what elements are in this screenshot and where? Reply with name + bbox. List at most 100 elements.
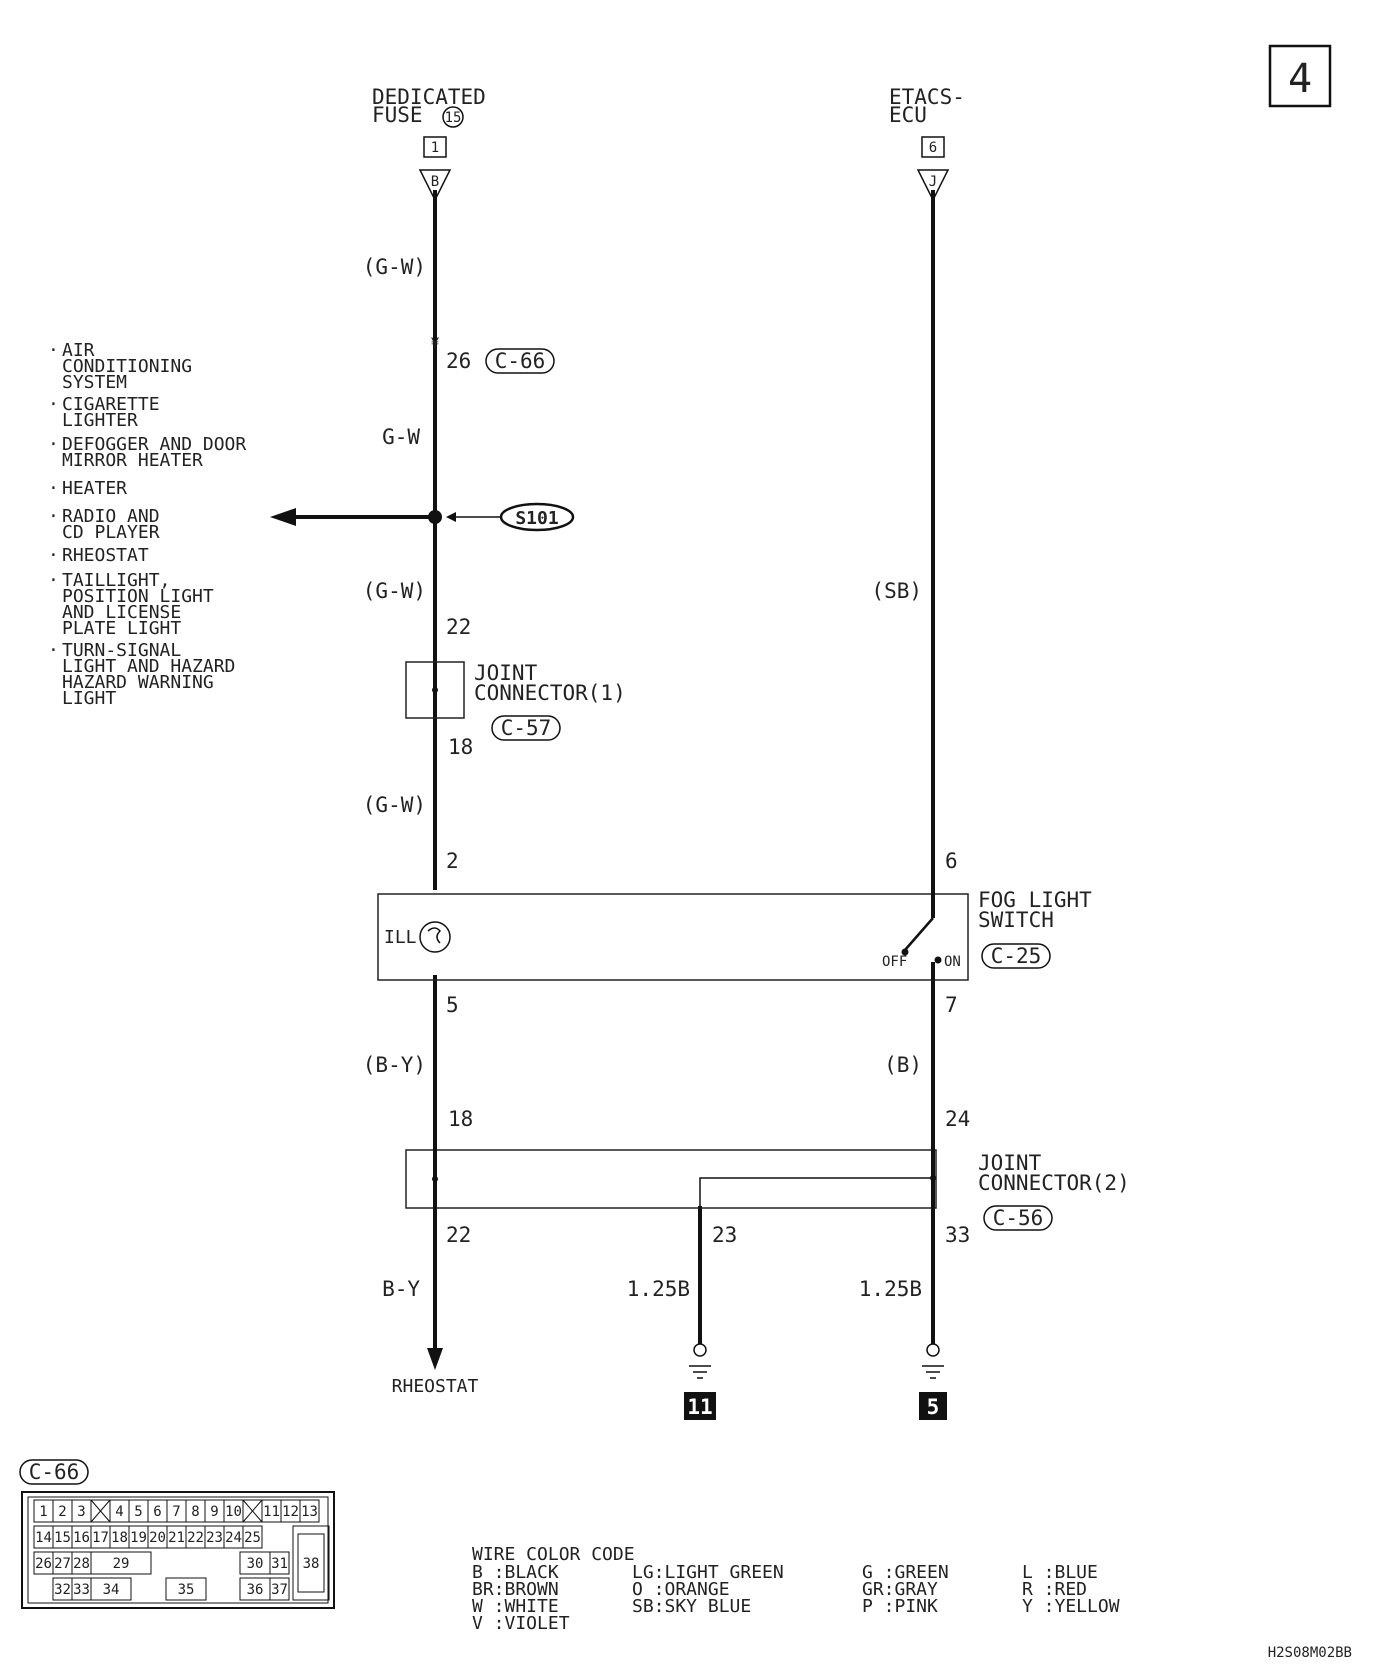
joint1-line1: JOINT xyxy=(474,661,538,685)
ground-5-badge xyxy=(919,1392,947,1420)
branch-bullet: · xyxy=(48,340,59,361)
fuse-pin: 1 xyxy=(431,140,439,156)
pin-22b: 22 xyxy=(446,1223,471,1247)
connector-pin: 6 xyxy=(153,1504,161,1520)
color-code-entry: B :BLACK xyxy=(472,1562,559,1583)
connector-cell xyxy=(242,1525,263,1549)
connector-view-title: C-66 xyxy=(29,1460,80,1484)
joint-connector-1 xyxy=(405,661,465,719)
fog-light-switch-box xyxy=(377,893,969,981)
branch-item-line: MIRROR HEATER xyxy=(62,450,203,471)
connector-pin: 23 xyxy=(206,1530,223,1546)
etacs-connector-triangle xyxy=(916,169,950,202)
pin-5: 5 xyxy=(446,993,459,1017)
fuse-connector-letter: B xyxy=(431,174,439,190)
splice-s101-label: S101 xyxy=(515,508,558,529)
wire-label-gw-2: (G-W) xyxy=(363,579,426,603)
connector-pin: 20 xyxy=(149,1530,166,1546)
c66-tag-box xyxy=(485,348,555,374)
connector-pin: 18 xyxy=(111,1530,128,1546)
branch-item-line: SYSTEM xyxy=(62,372,127,393)
page-number-box xyxy=(1268,44,1332,108)
connector-pin: 13 xyxy=(301,1504,318,1520)
branch-item-line: AND LICENSE xyxy=(62,602,181,623)
connector-pin: 21 xyxy=(168,1530,185,1546)
connector-pin: 36 xyxy=(247,1582,264,1598)
switch-off-dot xyxy=(901,948,909,956)
connector-cell-blank xyxy=(90,1499,111,1523)
ground-11-number: 11 xyxy=(687,1395,712,1419)
branch-item-line: HAZARD WARNING xyxy=(62,672,214,693)
etacs-label-line1: ETACS- xyxy=(889,85,965,109)
connector-pin: 29 xyxy=(113,1556,130,1572)
pin-26: 26 xyxy=(446,349,471,373)
branch-bullet: · xyxy=(48,394,59,415)
joint2-line1: JOINT xyxy=(978,1151,1042,1175)
fog-switch-line1: FOG LIGHT xyxy=(978,888,1092,912)
connector-pin: 11 xyxy=(263,1504,280,1520)
connector-pin: 27 xyxy=(54,1556,71,1572)
ground-11-terminal xyxy=(693,1343,707,1357)
branch-arrow xyxy=(270,508,296,526)
branch-item-line: RHEOSTAT xyxy=(62,545,149,566)
connector-pin: 37 xyxy=(271,1582,288,1598)
connector-cell xyxy=(90,1577,132,1601)
pin-6: 6 xyxy=(945,849,958,873)
color-code-entry: G :GREEN xyxy=(862,1562,949,1583)
branch-item-line: CD PLAYER xyxy=(62,522,160,543)
branch-item-line: DEFOGGER AND DOOR xyxy=(62,434,246,455)
etacs-pin-box xyxy=(921,136,945,158)
switch-on-dot xyxy=(934,956,942,964)
connector-pin: 28 xyxy=(73,1556,90,1572)
color-code-entry: R :RED xyxy=(1022,1579,1087,1600)
color-code-entry: W :WHITE xyxy=(472,1596,559,1617)
branch-item-line: PLATE LIGHT xyxy=(62,618,181,639)
joint1-code-box xyxy=(491,715,561,741)
wire-label-b: (B) xyxy=(884,1053,922,1077)
connector-pin: 24 xyxy=(225,1530,242,1546)
fuse-pin-box xyxy=(423,136,447,158)
branch-item-line: LIGHT xyxy=(62,688,116,709)
branch-item-line: RADIO AND xyxy=(62,506,160,527)
pin-33: 33 xyxy=(945,1223,970,1247)
rheostat-label: RHEOSTAT xyxy=(392,1376,479,1397)
connector-pin: 5 xyxy=(134,1504,142,1520)
connector-cell xyxy=(165,1577,207,1601)
c66-tag: C-66 xyxy=(495,349,546,373)
fog-switch-code-box xyxy=(981,943,1051,969)
etacs-connector-letter: J xyxy=(929,174,937,190)
document-id: H2S08M02BB xyxy=(1268,1645,1352,1661)
joint2-code: C-56 xyxy=(993,1206,1044,1230)
wire-label-gw-1: (G-W) xyxy=(363,255,426,279)
branch-bullet: · xyxy=(48,478,59,499)
connector-pin: 7 xyxy=(172,1504,180,1520)
connector-pin: 26 xyxy=(35,1556,52,1572)
fuse-label-line2: FUSE xyxy=(372,103,423,127)
connector-outline xyxy=(21,1491,335,1609)
wire-label-by-1: (B-Y) xyxy=(363,1053,426,1077)
connector-pin: 34 xyxy=(103,1582,120,1598)
etacs-pin: 6 xyxy=(929,140,937,156)
branch-bullet: · xyxy=(48,434,59,455)
wire-label-125b-a: 1.25B xyxy=(627,1277,690,1301)
switch-off-label: OFF xyxy=(882,954,907,970)
color-code-entry: GR:GRAY xyxy=(862,1579,938,1600)
ground-11-badge xyxy=(684,1392,716,1420)
connector-pin: 25 xyxy=(244,1530,261,1546)
page-number: 4 xyxy=(1288,56,1312,102)
ill-lamp-filament xyxy=(427,927,442,944)
joint1-line2: CONNECTOR(1) xyxy=(474,681,626,705)
joint-connector-2 xyxy=(405,1149,937,1209)
branch-item-line: HEATER xyxy=(62,478,127,499)
connector-pin: 31 xyxy=(271,1556,288,1572)
color-code-entry: P :PINK xyxy=(862,1596,938,1617)
connector-pin: 17 xyxy=(92,1530,109,1546)
branch-item-line: CIGARETTE xyxy=(62,394,160,415)
connector-pin: 4 xyxy=(115,1504,123,1520)
pin-22a: 22 xyxy=(446,615,471,639)
wire-label-125b-b: 1.25B xyxy=(859,1277,922,1301)
color-code-entry: BR:BROWN xyxy=(472,1579,559,1600)
branch-item-line: AIR xyxy=(62,340,95,361)
